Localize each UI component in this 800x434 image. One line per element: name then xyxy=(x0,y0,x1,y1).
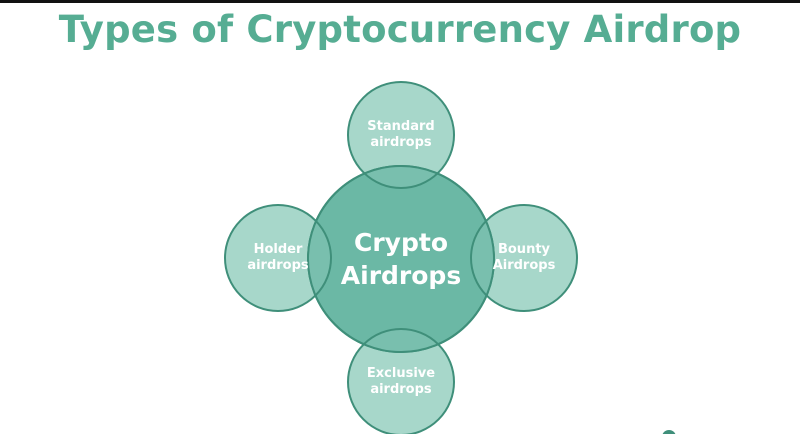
page-title: Types of Cryptocurrency Airdrop xyxy=(58,8,742,51)
node-bounty-label: Bounty Airdrops xyxy=(492,241,556,273)
overlap-bounty xyxy=(470,204,494,312)
overlap-holder xyxy=(308,204,332,312)
top-border xyxy=(0,0,800,3)
node-exclusive-label: Exclusive airdrops xyxy=(366,365,436,397)
overlap-standard xyxy=(347,166,455,189)
center-label: Crypto Airdrops xyxy=(340,228,462,290)
node-holder-label: Holder airdrops xyxy=(247,241,309,273)
overlap-exclusive xyxy=(347,328,455,352)
corner-mark xyxy=(662,430,676,434)
center-circle-outline xyxy=(307,165,495,353)
node-standard-label: Standard airdrops xyxy=(367,118,435,150)
overlap-regions xyxy=(308,166,494,352)
